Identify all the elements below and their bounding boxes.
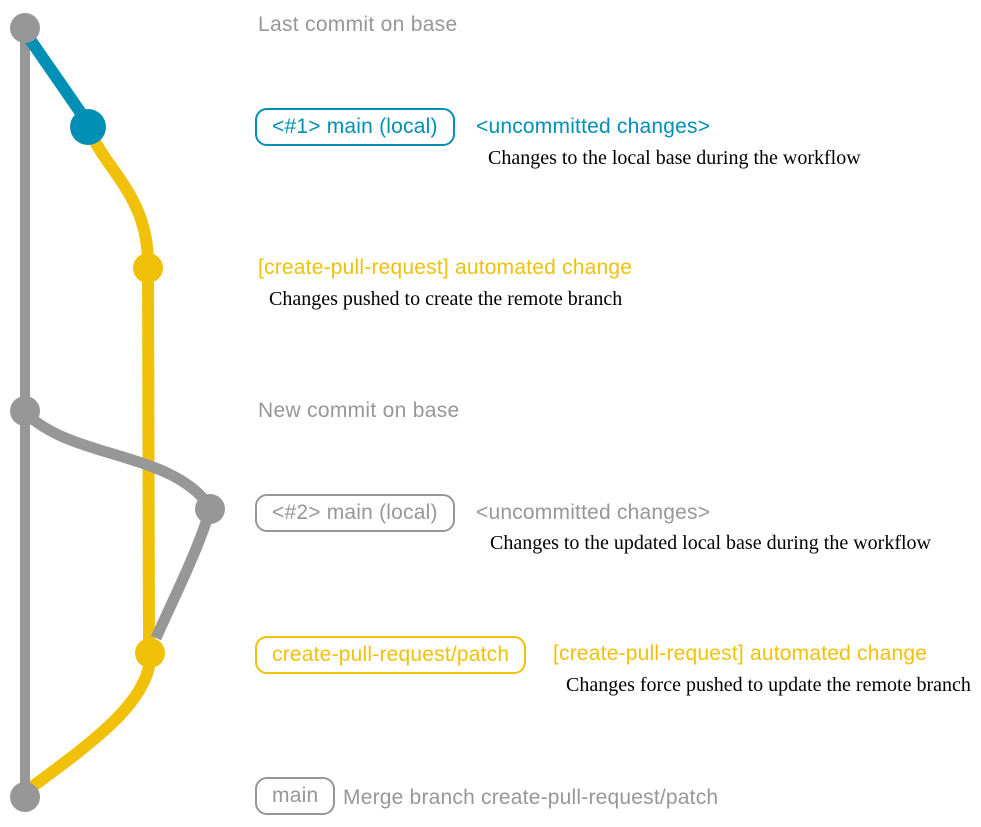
branch-badge-main-local-2: <#2> main (local) <box>255 494 455 532</box>
commit-note-uncommitted-2: Changes to the updated local base during… <box>490 532 931 554</box>
commit-dot-uncommitted-1 <box>70 109 106 145</box>
commit-title-merge: Merge branch create-pull-request/patch <box>343 786 719 809</box>
commit-dot-automated-1 <box>133 253 163 283</box>
commit-dot-automated-2 <box>135 638 165 668</box>
commit-note-automated-1: Changes pushed to create the remote bran… <box>269 288 623 310</box>
caption-new-commit-on-base: New commit on base <box>258 399 460 422</box>
commit-dot-merge <box>10 782 40 812</box>
new-base-to-local-line <box>23 409 212 507</box>
commit-title-automated-2: [create-pull-request] automated change <box>553 642 928 665</box>
branch-badge-main: main <box>255 777 336 815</box>
commit-title-automated-1: [create-pull-request] automated change <box>258 256 633 279</box>
local-main-branch-line <box>20 28 92 126</box>
commit-graph <box>10 13 225 812</box>
commit-title-uncommitted-2: <uncommitted changes> <box>476 501 711 524</box>
commit-dot-last-base <box>10 13 40 43</box>
patch-merge-line <box>24 659 156 795</box>
commit-title-uncommitted-1: <uncommitted changes> <box>476 115 711 138</box>
commit-dot-new-base <box>10 396 40 426</box>
commit-note-uncommitted-1: Changes to the local base during the wor… <box>488 147 861 169</box>
branch-badge-main-local-1: <#1> main (local) <box>255 108 455 146</box>
commit-note-automated-2: Changes force pushed to update the remot… <box>566 674 971 696</box>
commit-dot-uncommitted-2 <box>195 494 225 524</box>
local-to-patch-line <box>150 508 216 641</box>
branch-badge-patch: create-pull-request/patch <box>255 636 527 674</box>
caption-last-commit-on-base: Last commit on base <box>258 13 458 36</box>
patch-branch-line <box>84 129 155 651</box>
